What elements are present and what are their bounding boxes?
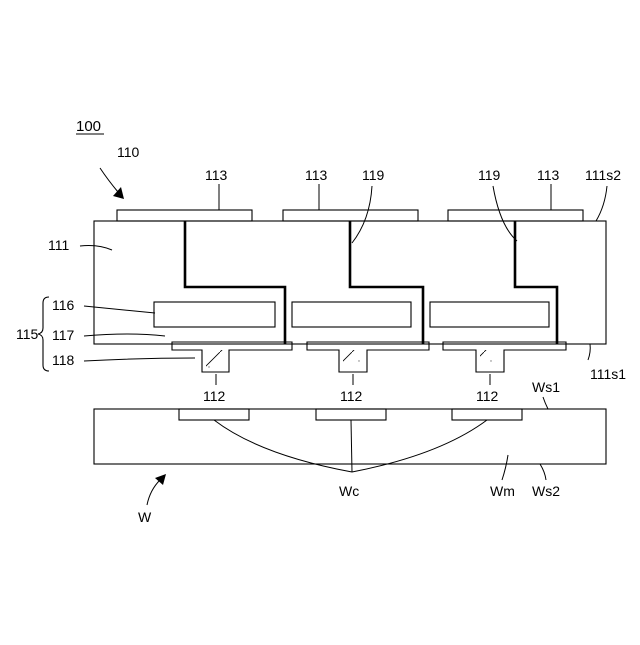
label-wm: Wm [490, 483, 515, 499]
label-112-3: 112 [476, 388, 499, 404]
label-115: 115 [16, 326, 39, 342]
label-113-2: 113 [305, 167, 328, 183]
pad-113-1 [117, 210, 252, 221]
electrode-116-2 [292, 302, 411, 327]
arrow-w [147, 474, 166, 505]
label-116: 116 [52, 297, 75, 313]
label-113-1: 113 [205, 167, 228, 183]
label-117: 117 [52, 327, 75, 343]
label-wc: Wc [339, 483, 359, 499]
contact-wc-2 [316, 409, 386, 420]
conductor-119-3 [515, 221, 557, 344]
pad-113-3 [448, 210, 583, 221]
arrow-110 [100, 168, 124, 199]
electrode-116-1 [154, 302, 275, 327]
electrode-116-3 [430, 302, 549, 327]
bump-112-3 [443, 342, 566, 372]
label-111s1: 111s1 [590, 366, 626, 382]
label-119-1: 119 [362, 167, 385, 183]
contact-wc-3 [452, 409, 522, 420]
bracket-115 [38, 297, 49, 371]
contact-wc-1 [179, 409, 249, 420]
label-118: 118 [52, 352, 75, 368]
layer-116-electrodes [154, 302, 549, 327]
label-119-2: 119 [478, 167, 501, 183]
top-pads [117, 210, 583, 221]
wafer-contacts [179, 409, 522, 420]
label-112-2: 112 [340, 388, 363, 404]
wafer-w [94, 409, 606, 464]
label-110: 110 [117, 144, 140, 160]
label-113-3: 113 [537, 167, 560, 183]
pad-113-2 [283, 210, 418, 221]
conductor-119-2 [350, 221, 423, 344]
label-ws1: Ws1 [532, 379, 560, 395]
bump-112-1 [172, 342, 292, 372]
conductors-119 [185, 221, 557, 344]
label-112-1: 112 [203, 388, 226, 404]
label-ws2: Ws2 [532, 483, 560, 499]
figure-number: 100 [76, 118, 104, 135]
bump-112-2 [307, 342, 429, 372]
layer-118-bumps [172, 342, 566, 372]
label-111: 111 [48, 237, 69, 253]
conductor-119-1 [185, 221, 285, 344]
label-111s2: 111s2 [585, 167, 621, 183]
label-w: W [138, 509, 152, 525]
svg-text:100: 100 [76, 118, 101, 135]
